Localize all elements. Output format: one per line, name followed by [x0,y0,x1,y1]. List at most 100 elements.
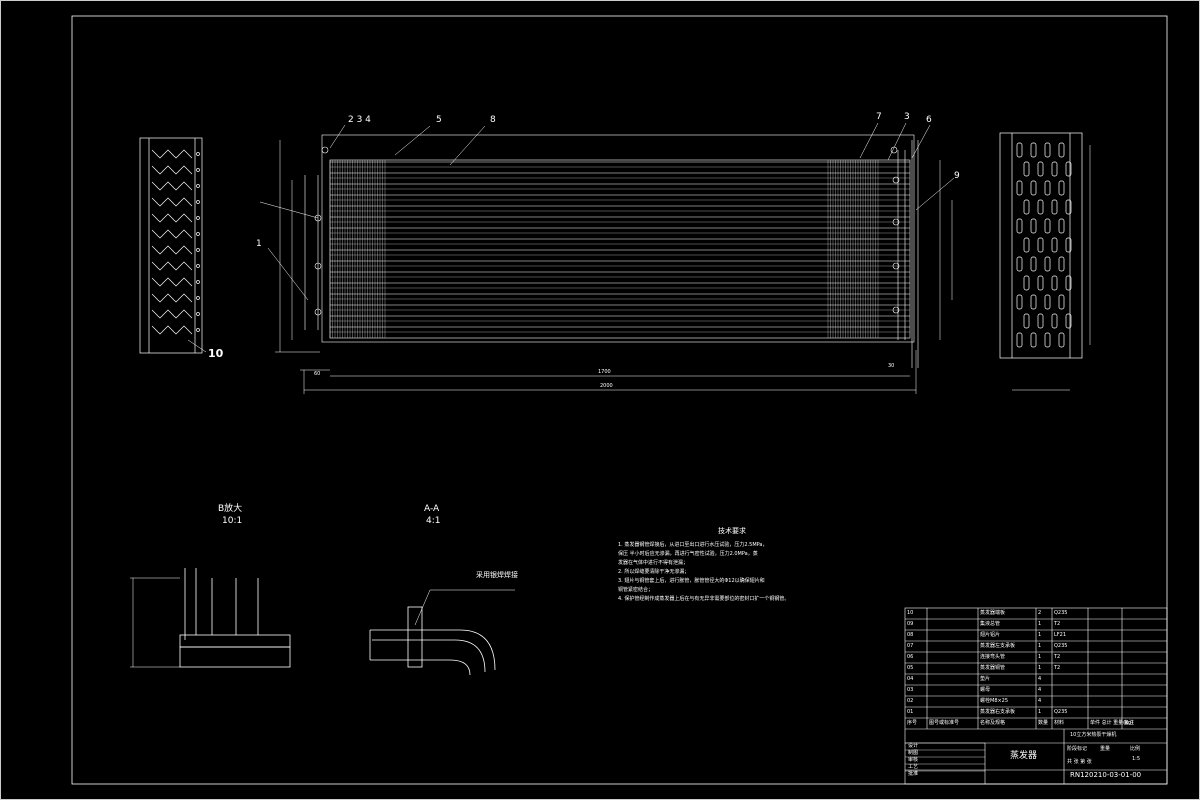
tech-req-item: 2. 所以焊缝要清除干净无渗漏； [618,569,690,575]
fin-slot [1044,142,1051,158]
fin-slot [1058,332,1065,348]
fin-slot [1023,313,1030,329]
tube-end [196,248,200,252]
zigzag-tube [151,149,193,159]
bom-cell: 2 [1038,610,1042,616]
bom-cell: 螺栓M8×25 [980,698,1009,704]
technical-requirements: 技术要求 1. 蒸发器钢管焊接后，从进口至出口进行水压试验，压力2.5MPa， … [618,528,878,602]
callout-5: 5 [436,115,442,125]
bom-cell: 连接弯头管 [980,654,1006,660]
tube-end [196,264,200,268]
bom-cell: 01 [907,709,914,715]
section-aa-note: 采用银焊焊接 [476,571,518,579]
detail-b-scale: 10:1 [222,516,243,526]
right-end-view [999,132,1091,391]
front-view [187,122,955,394]
bom-cell: 4 [1038,687,1042,693]
bom-cell: T2 [1054,621,1061,627]
callout-1: 1 [256,239,262,249]
tech-req-title: 技术要求 [718,527,746,535]
tube-end [196,168,200,172]
fin-slot [1037,161,1044,177]
fin-slot [1058,256,1065,272]
fin-slot [1016,180,1023,196]
callout-7: 7 [876,112,882,122]
bom-cell: Q235 [1054,610,1068,616]
bom-cell: 08 [907,632,914,638]
left-return-bends [304,175,319,330]
bom-cell: 09 [907,621,914,627]
bom-cell: 06 [907,654,914,660]
bom-cell: T2 [1054,654,1061,660]
fin-slot [1030,256,1037,272]
zigzag-tube [151,229,193,239]
tube-end [196,312,200,316]
bom-cell: 垫片 [980,676,991,682]
bom-header-cell: 名称及规格 [980,720,1006,726]
bom-cell: 蒸发器左支承板 [980,643,1016,649]
front-dimensions [275,140,953,394]
fin-slot [1030,218,1037,234]
left-end-zigzag-tubes [151,149,200,335]
bom-header-cell: 单件 总计 重量(kg) [1090,720,1134,726]
bom-cell: 4 [1038,676,1042,682]
callout-8: 8 [490,115,496,125]
bom-header-cell: 材料 [1054,720,1065,726]
sheet-label: 共 张 第 张 [1067,759,1092,765]
fin-slot [1058,142,1065,158]
fin-slot [1037,237,1044,253]
fin-slot [1065,237,1072,253]
tech-req-item: 3. 翅片与铜管套上后，进行胀管，胀管管径大的Φ12以确保翅片和 [618,578,765,584]
bom-cell: LF21 [1054,632,1067,638]
fin-slot [1044,256,1051,272]
bom-table-lines [904,607,1168,785]
fin-slot [1044,180,1051,196]
bom-cell: Q235 [1054,643,1068,649]
fin-slot [1016,332,1023,348]
section-aa-drawing [369,589,515,676]
tube-lines [330,161,910,333]
fin-slot [1058,180,1065,196]
bom-cell: 1 [1038,709,1042,715]
bom-cell: 02 [907,698,914,704]
fin-slot [1030,180,1037,196]
section-aa-title: A-A [424,504,440,514]
zigzag-tube [151,309,193,319]
fin-slot [1016,218,1023,234]
bom-cell: 集液总管 [980,621,1001,627]
bom-cell: 10 [907,610,914,616]
fin-slot [1016,294,1023,310]
fin-slot [1051,199,1058,215]
fin-slot [1058,294,1065,310]
tech-req-item: 发器在气体中进行不得有泄漏； [618,560,689,566]
bom-cell: 1 [1038,665,1042,671]
dim-right-offset: 30 [888,363,895,369]
stage-label: 阶段标记 [1067,746,1088,752]
right-end-slots [1016,142,1072,348]
right-header [897,140,919,368]
drawing-number: RN120210-03-01-00 [1070,771,1142,779]
bom-cell: 蒸发器端板 [980,610,1006,616]
tube-end [196,184,200,188]
tech-req-item: 铜管紧密结合； [618,587,654,593]
bom-cell: 4 [1038,698,1042,704]
callout-3: 3 [904,112,910,122]
tube-end [196,232,200,236]
fin-slot [1051,237,1058,253]
tube-end [196,328,200,332]
bom-cell: 螺母 [980,687,991,693]
bom-cell: 翅片铝片 [980,632,1001,638]
fin-banks [329,160,879,338]
tube-end [196,200,200,204]
tube-end [196,296,200,300]
fin-slot [1037,199,1044,215]
left-end-view [139,137,203,354]
dim-tube-length: 1700 [598,369,611,375]
leader-lines [187,122,955,353]
bom-header-cell: 图号或标准号 [929,720,960,726]
fin-slot [1037,313,1044,329]
detail-b-title: B放大 [218,504,243,514]
zigzag-tube [151,213,193,223]
